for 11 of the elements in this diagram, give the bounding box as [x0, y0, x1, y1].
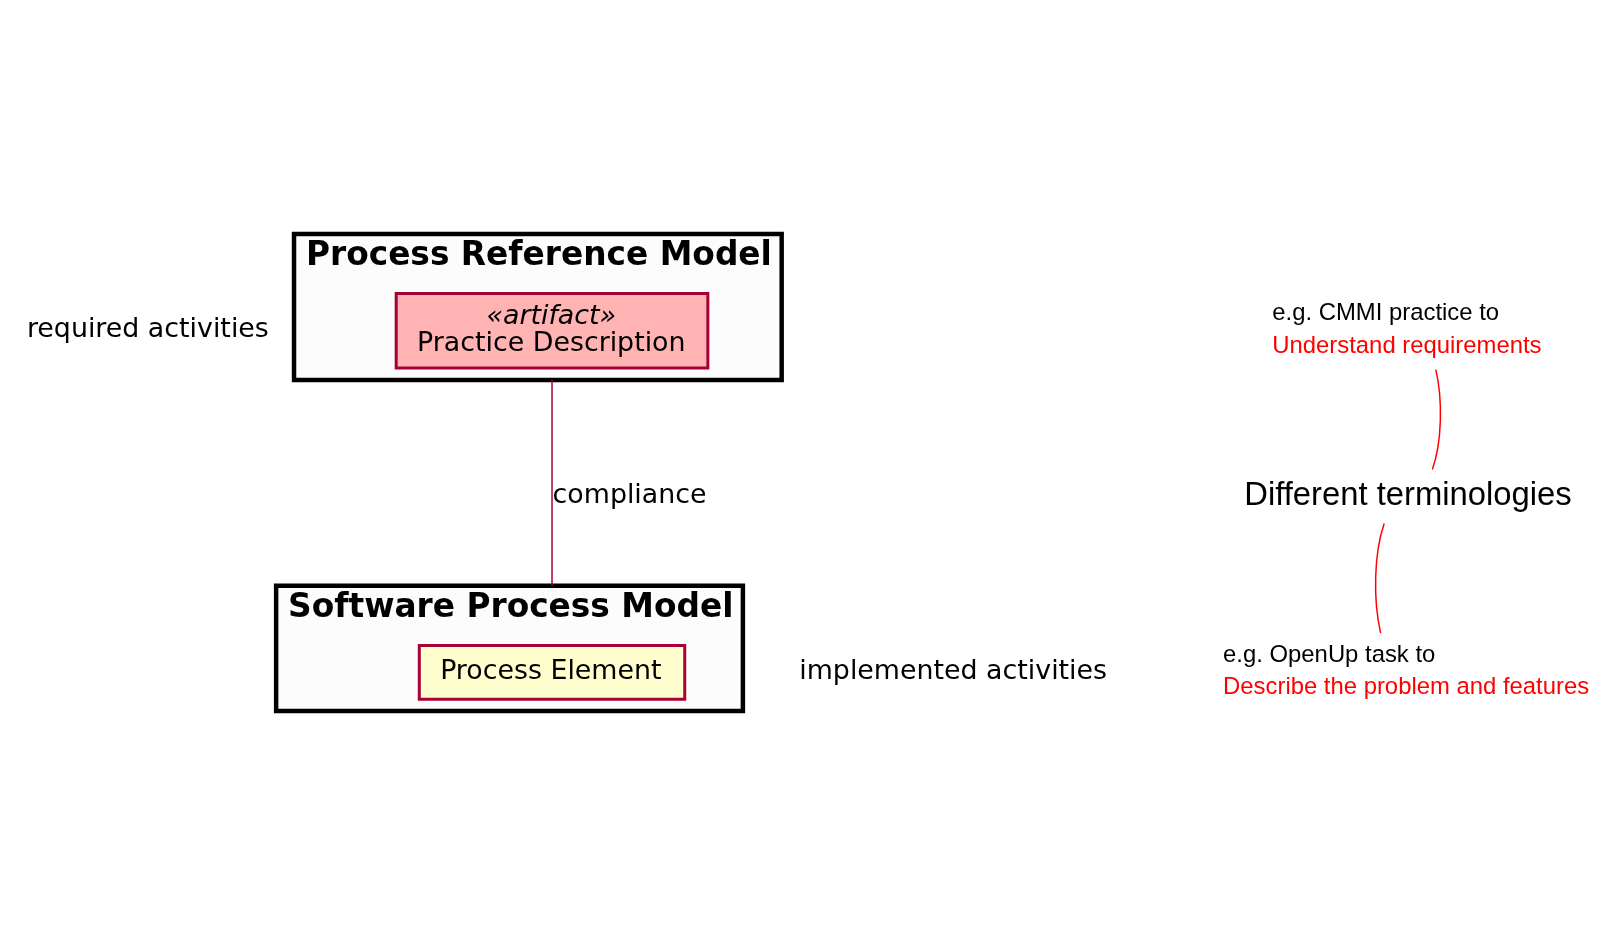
node-box: «artifact» Practice Description [394, 292, 710, 370]
node-box: Process Element [417, 644, 687, 701]
node-text: e.g. OpenUp task to Describe the problem and features [1223, 639, 1590, 700]
node-text: e.g. CMMI practice to Understand requirements [1272, 298, 1542, 358]
node-text: Different terminologies [1244, 474, 1572, 512]
connector [1374, 522, 1385, 634]
connector [1431, 368, 1442, 471]
edge-label: compliance [552, 477, 707, 509]
node-label: implemented activities [799, 653, 1108, 685]
node-label: required activities [26, 312, 269, 344]
connector [551, 379, 553, 587]
